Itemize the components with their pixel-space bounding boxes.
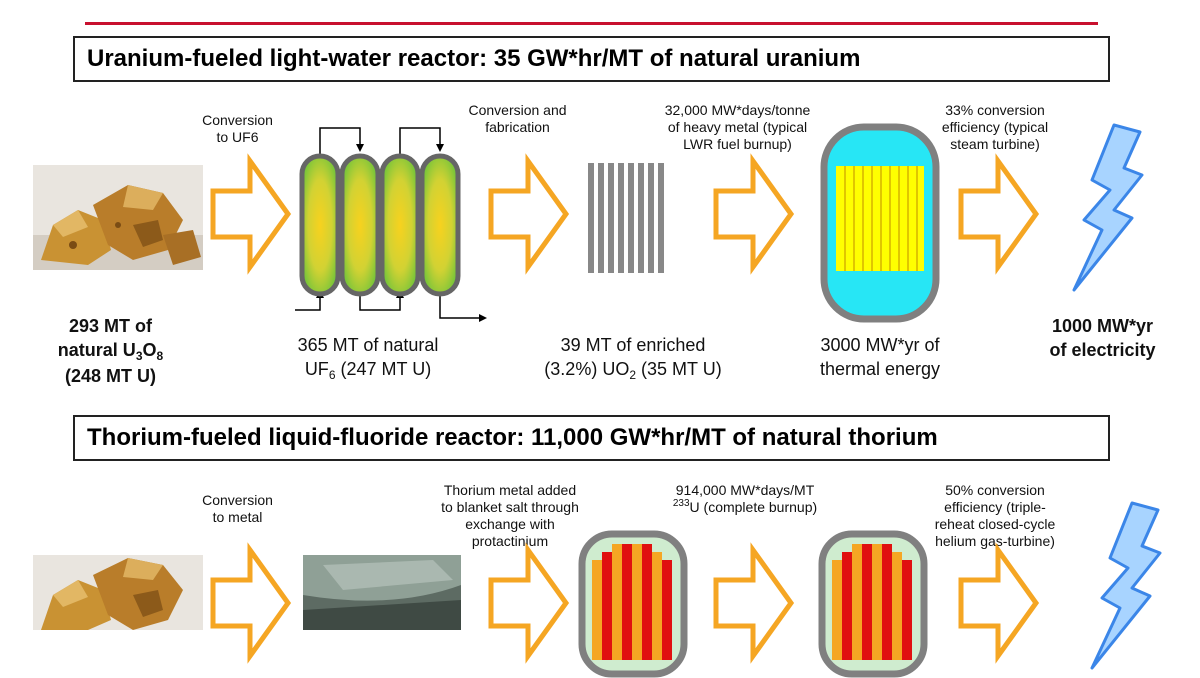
thorium-ore-image <box>33 555 203 630</box>
thorium-arrow-3 <box>713 542 795 664</box>
caption-line: efficiency (triple- <box>944 499 1046 515</box>
blanket-salt-caption: Thorium metal added to blanket salt thro… <box>415 482 605 550</box>
caption-line: 32,000 MW*days/tonne <box>664 102 811 118</box>
caption-line: exchange with <box>465 516 555 532</box>
caption-line: to blanket salt through <box>441 499 579 515</box>
header-rule <box>85 22 1098 25</box>
caption-line: 50% conversion <box>945 482 1045 498</box>
caption-line: LWR fuel burnup) <box>683 136 792 152</box>
caption-line: fabrication <box>485 119 550 135</box>
ore-line2: natural U3O8 <box>57 340 164 363</box>
thorium-section-title: Thorium-fueled liquid-fluoride reactor: … <box>73 415 1110 461</box>
uf6-conversion-columns <box>295 127 487 322</box>
electric-line2: of electricity <box>1049 340 1156 360</box>
caption-line: to metal <box>212 509 263 525</box>
conversion-metal-caption: Conversion to metal <box>180 492 295 526</box>
ore-quantity-label: 293 MT of natural U3O8 (248 MT U) <box>28 314 193 388</box>
lwr-reactor-vessel <box>820 123 940 323</box>
process-arrow-1 <box>210 153 292 275</box>
thorium-arrow-4 <box>958 542 1040 664</box>
electric-line1: 1000 MW*yr <box>1051 316 1154 336</box>
uf6-quantity-label: 365 MT of natural UF6 (247 MT U) <box>273 333 463 383</box>
thorium-metal-image <box>303 555 461 630</box>
burnup-caption: 32,000 MW*days/tonne of heavy metal (typ… <box>640 102 835 153</box>
process-arrow-2 <box>488 153 570 275</box>
electricity-label: 1000 MW*yr of electricity <box>1015 314 1190 362</box>
thorium-arrow-2 <box>488 542 570 664</box>
steam-turbine-caption: 33% conversion efficiency (typical steam… <box>915 102 1075 153</box>
caption-line: Conversion <box>202 492 273 508</box>
lftr-reactor-core-2 <box>818 530 928 678</box>
conversion-fabrication-caption: Conversion and fabrication <box>455 102 580 136</box>
caption-line: efficiency (typical <box>941 119 1049 135</box>
uranium-ore-image <box>33 165 203 270</box>
uranium-section-title: Uranium-fueled light-water reactor: 35 G… <box>73 36 1110 82</box>
ore-line3: (248 MT U) <box>64 366 156 386</box>
lightning-bolt-icon-2 <box>1090 501 1162 670</box>
caption-line: Thorium metal added <box>443 482 577 498</box>
caption-line: protactinium <box>471 533 549 549</box>
caption-line: helium gas-turbine) <box>935 533 1055 549</box>
process-arrow-3 <box>713 153 795 275</box>
lftr-burnup-caption: 914,000 MW*days/MT 233U (complete burnup… <box>645 482 845 518</box>
uf6-line1: 365 MT of natural <box>297 335 439 355</box>
caption-line: Conversion and <box>468 102 567 118</box>
caption-line: of heavy metal (typical <box>667 119 808 135</box>
enriched-quantity-label: 39 MT of enriched (3.2%) UO2 (35 MT U) <box>518 333 748 383</box>
thorium-arrow-1 <box>210 542 292 664</box>
enriched-line2: (3.2%) UO2 (35 MT U) <box>544 359 722 382</box>
thermal-energy-label: 3000 MW*yr of thermal energy <box>785 333 975 381</box>
uf6-line2: UF6 (247 MT U) <box>304 359 432 382</box>
caption-line: 33% conversion <box>945 102 1045 118</box>
caption-line: 914,000 MW*days/MT <box>675 482 815 498</box>
process-arrow-4 <box>958 153 1040 275</box>
thermal-line1: 3000 MW*yr of <box>820 335 940 355</box>
ore-line1: 293 MT of <box>68 316 152 336</box>
lftr-reactor-core-1 <box>578 530 688 678</box>
caption-line: to UF6 <box>216 129 259 145</box>
caption-line: Conversion <box>202 112 273 128</box>
gas-turbine-caption: 50% conversion efficiency (triple- rehea… <box>915 482 1075 550</box>
lightning-bolt-icon <box>1072 123 1144 292</box>
enriched-line1: 39 MT of enriched <box>560 335 706 355</box>
caption-line: reheat closed-cycle <box>934 516 1056 532</box>
fuel-rods-icon <box>588 163 664 273</box>
conversion-uf6-caption: Conversion to UF6 <box>180 112 295 146</box>
thermal-line2: thermal energy <box>819 359 941 379</box>
caption-line: steam turbine) <box>950 136 1040 152</box>
caption-line: 233U (complete burnup) <box>672 498 818 515</box>
